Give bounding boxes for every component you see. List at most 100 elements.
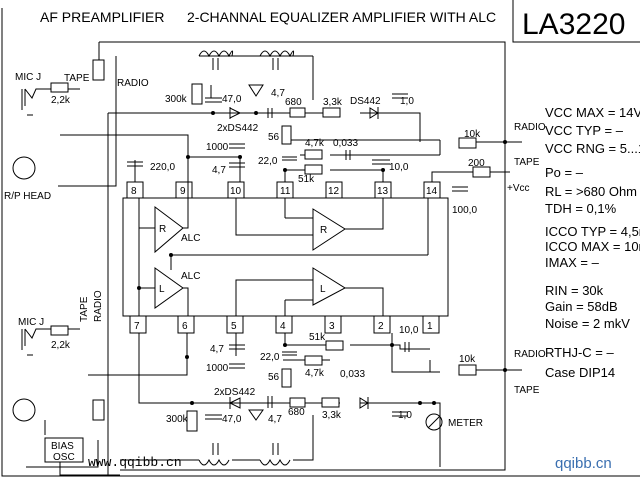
- mic-j-bottom: MIC J: [18, 317, 44, 328]
- resistor-680-top: [289, 107, 306, 118]
- meter-needle: [427, 415, 441, 429]
- watermark-left: www.qqibb.cn: [88, 455, 182, 470]
- pin-6: 6: [182, 321, 188, 332]
- r-2k2-top: 2,2k: [51, 95, 71, 106]
- pin-4: 4: [280, 321, 286, 332]
- cap-bottom-group: [205, 342, 410, 420]
- radio-bottom: RADIO: [93, 290, 104, 322]
- meter-label: METER: [448, 418, 483, 429]
- r-10k-bottom: 10k: [459, 354, 476, 365]
- cap-top-group: [127, 85, 468, 192]
- c-0-033-top: 0,033: [333, 138, 358, 149]
- coil-top-1: [198, 50, 234, 70]
- c-220-top: 220,0: [150, 162, 175, 173]
- head-coil-bottom: [12, 398, 36, 422]
- diode-2xds442-label-top: 2xDS442: [217, 123, 259, 134]
- resistor-51k-top: [304, 164, 323, 175]
- resistor-3k3-bottom: [321, 397, 340, 408]
- junction-dots: [137, 111, 507, 405]
- pin-3: 3: [329, 321, 335, 332]
- r-4k7-bottom: 4,7k: [305, 368, 325, 379]
- r-680-bottom: 680: [288, 407, 305, 418]
- resistor-56-bottom: [281, 368, 292, 388]
- rp-head-label: R/P HEAD: [4, 191, 51, 202]
- c-47-bottom: 47,0: [222, 414, 242, 425]
- coil-bottom-1: [198, 443, 230, 466]
- pin-1: 1: [427, 321, 433, 332]
- alc-l-label: ALC: [181, 271, 200, 282]
- switch-tape-bottom: TAPE: [514, 385, 540, 396]
- r-200-label: 200: [468, 158, 485, 169]
- resistor-2k2-top: [50, 82, 69, 93]
- c-22-top: 22,0: [258, 156, 278, 167]
- c-22-bottom: 22,0: [260, 352, 280, 363]
- switch-tape-top: TAPE: [514, 157, 540, 168]
- spec-vcc-typ: VCC TYP = –: [545, 123, 624, 138]
- pin-9: 9: [180, 186, 186, 197]
- preamp-l-triangle: [139, 254, 428, 316]
- spec-rthj: RTHJ-C = –: [545, 345, 615, 360]
- r-56-bottom: 56: [268, 372, 280, 383]
- c-1000-bottom: 1000: [206, 363, 229, 374]
- spec-po: Po = –: [545, 165, 584, 180]
- pin-13: 13: [377, 186, 389, 197]
- eqamp-r-label: R: [320, 225, 327, 236]
- spec-case: Case DIP14: [545, 365, 615, 380]
- specs-list: VCC MAX = 14V VCC TYP = – VCC RNG = 5...…: [545, 105, 640, 380]
- spec-rl: RL = >680 Ohm: [545, 184, 637, 199]
- diode-2xds442-label-bottom: 2xDS442: [214, 387, 256, 398]
- spec-imax: IMAX = –: [545, 255, 600, 270]
- pin-12: 12: [328, 186, 340, 197]
- diode-bottom: [359, 397, 369, 409]
- eqamp-l-triangle: [138, 198, 429, 316]
- r-2k2-bottom: 2,2k: [51, 340, 71, 351]
- pin-8: 8: [131, 186, 137, 197]
- resistor-680-bottom: [289, 397, 306, 408]
- spec-icco-typ: ICCO TYP = 4,5mA: [545, 224, 640, 239]
- resistor-radio-top: [92, 59, 105, 81]
- resistor-200: [472, 166, 491, 178]
- ic-pins-bottom: 7 6 5 4 3 2 1: [129, 315, 440, 334]
- resistor-10k-bottom: [458, 364, 477, 376]
- bias-label: BIAS: [51, 441, 74, 452]
- part-number: LA3220: [522, 8, 625, 41]
- eqamp-r-triangle: [235, 198, 384, 251]
- eqamp-l-label: L: [320, 284, 326, 295]
- spec-vcc-max: VCC MAX = 14V: [545, 105, 640, 120]
- mic-j-top: MIC J: [15, 72, 41, 83]
- spec-rin: RIN = 30k: [545, 283, 604, 298]
- c-4-7-b-top: 4,7: [212, 165, 226, 176]
- resistor-51k-bottom: [325, 340, 344, 351]
- resistor-4k7-top: [304, 149, 323, 160]
- c-1000-top: 1000: [206, 142, 229, 153]
- spec-gain: Gain = 58dB: [545, 299, 618, 314]
- resistor-radio-bottom: [92, 399, 105, 421]
- coil-bottom-2: [259, 443, 291, 466]
- pin-5: 5: [231, 321, 237, 332]
- pin-14: 14: [426, 186, 438, 197]
- pin-2: 2: [378, 321, 384, 332]
- title-center: 2-CHANNAL EQUALIZER AMPLIFIER WITH ALC: [187, 9, 496, 25]
- switch-radio-top: RADIO: [514, 122, 546, 133]
- spec-noise: Noise = 2 mkV: [545, 316, 630, 331]
- tape-bottom: TAPE: [79, 296, 90, 322]
- ic-pins-top: 8 9 10 11 12 13 14: [126, 181, 441, 199]
- r-51k-top: 51k: [298, 174, 315, 185]
- r-680-top: 680: [285, 97, 302, 108]
- mic-jack-top: [21, 88, 80, 116]
- c-4-7-b-bottom: 4,7: [268, 414, 282, 425]
- r-3k3-top: 3,3k: [323, 97, 343, 108]
- c-1-0-bottom: 1,0: [398, 410, 412, 421]
- resistor-3k3-top: [322, 107, 341, 118]
- preamp-l-label: L: [159, 284, 165, 295]
- r-300k-bottom: 300k: [166, 414, 189, 425]
- r-300k-top: 300k: [165, 94, 188, 105]
- c-100-label: 100,0: [452, 205, 477, 216]
- watermark-right: qqibb.cn: [555, 455, 612, 472]
- coil-top-2: [259, 50, 295, 70]
- vcc-label: +Vcc: [507, 183, 530, 194]
- pin-10: 10: [230, 186, 242, 197]
- alc-r-label: ALC: [181, 233, 200, 244]
